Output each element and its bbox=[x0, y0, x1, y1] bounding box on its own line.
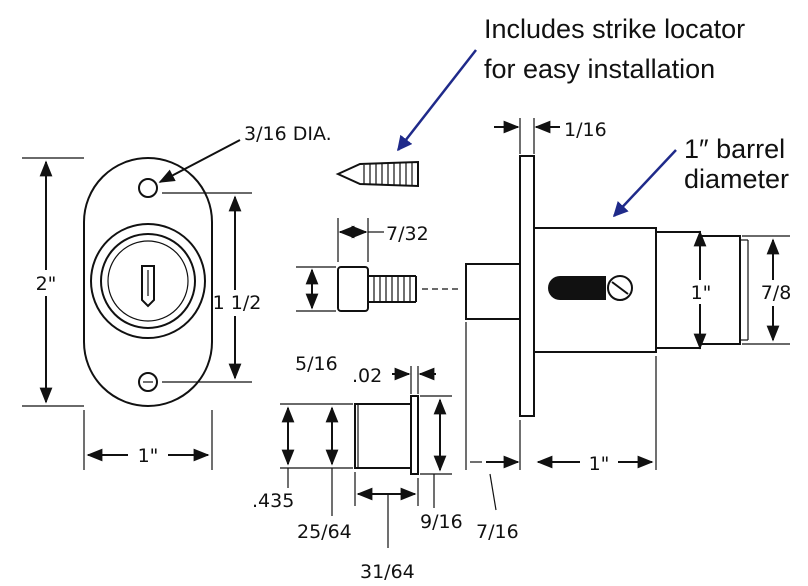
dim-barrel-outer: 7/8 bbox=[742, 235, 800, 345]
bottom-screw-hole bbox=[138, 372, 158, 392]
note-strike-locator: Includes strike locator for easy install… bbox=[397, 14, 745, 152]
dim-bolt-head-h: 5/16 bbox=[295, 266, 338, 375]
label-body-len: 1" bbox=[589, 453, 610, 475]
strike-locator bbox=[335, 160, 419, 188]
dim-hole-dia: 3/16 DIA. bbox=[158, 123, 332, 183]
label-plate-height: 2" bbox=[36, 273, 57, 295]
label-strike-flange: 9/16 bbox=[420, 511, 463, 533]
note-strike-line2: for easy installation bbox=[484, 54, 715, 84]
label-strike-len: 31/64 bbox=[360, 561, 415, 583]
note-strike-line1: Includes strike locator bbox=[484, 14, 745, 44]
dim-body-len: 7/16 1" bbox=[465, 322, 657, 543]
dim-flange-thick: .02 bbox=[352, 365, 436, 394]
label-plate-width: 1" bbox=[138, 445, 159, 467]
mounting-flange bbox=[519, 155, 535, 417]
note-barrel-line2: diameter bbox=[684, 164, 789, 194]
note-barrel: 1″ barrel diameter bbox=[612, 134, 789, 218]
label-bolt-head-len: 7/32 bbox=[386, 223, 429, 245]
keyway-slot bbox=[548, 276, 606, 300]
bolt bbox=[337, 266, 460, 312]
dim-plate-thickness: 1/16 bbox=[494, 118, 607, 154]
label-plunger-ext: 7/16 bbox=[476, 521, 519, 543]
label-barrel-dia: 1" bbox=[691, 282, 712, 304]
dim-strike-flange: 9/16 bbox=[420, 395, 463, 533]
label-plate-thickness: 1/16 bbox=[564, 119, 607, 141]
dim-plate-height: 2" bbox=[22, 157, 84, 407]
label-barrel-outer: 7/8 bbox=[761, 282, 792, 304]
label-bolt-head-h: 5/16 bbox=[295, 353, 338, 375]
strike-sleeve bbox=[354, 395, 419, 475]
note-barrel-line1: 1″ barrel bbox=[684, 134, 785, 164]
dim-bolt-head-len: 7/32 bbox=[337, 218, 429, 262]
label-strike-body: .435 bbox=[252, 490, 294, 512]
dim-strike-body: .435 25/64 bbox=[252, 403, 353, 543]
label-strike-inner: 25/64 bbox=[297, 521, 352, 543]
face-plate bbox=[83, 157, 213, 407]
dim-barrel-dia: 1" bbox=[690, 230, 712, 350]
plunger bbox=[465, 263, 521, 320]
top-screw-hole bbox=[138, 178, 158, 198]
dim-strike-len: 31/64 bbox=[354, 472, 419, 583]
dim-plate-width: 1" bbox=[83, 410, 213, 470]
dim-hole-spacing: 1 1/2 bbox=[162, 192, 262, 383]
label-flange-thick: .02 bbox=[352, 365, 382, 387]
set-screw bbox=[607, 275, 633, 301]
label-hole-dia: 3/16 DIA. bbox=[244, 123, 332, 145]
label-hole-spacing: 1 1/2 bbox=[213, 292, 262, 314]
